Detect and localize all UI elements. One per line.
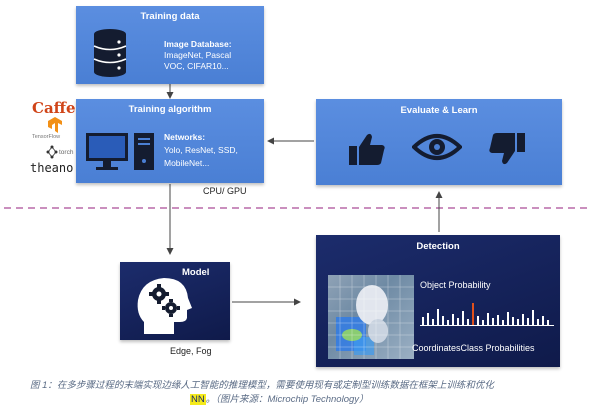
model-box: Model <box>120 262 230 340</box>
thumbs-up-icon <box>349 133 385 165</box>
training-data-text-2: ImageNet, Pascal <box>164 50 232 60</box>
training-algorithm-text-2: Yolo, ResNet, SSD, <box>164 145 238 155</box>
tensorflow-label: TensorFlow <box>32 134 61 140</box>
training-data-text-1: Image Database: <box>164 39 232 49</box>
computer-icon <box>86 133 154 170</box>
detection-image <box>328 275 414 359</box>
head-gears-icon <box>137 278 192 334</box>
torch-label: torch <box>59 149 74 156</box>
edge-fog-label: Edge, Fog <box>170 346 212 356</box>
caffe-logo: Caffe <box>32 99 76 117</box>
coordinates-class-label: CoordinatesClass Probabilities <box>412 343 535 353</box>
caption-line-1: 图 1：在多步骤过程的末端实现边缘人工智能的推理模型，需要使用现有或定制型训练数… <box>30 380 494 391</box>
caption-line-2: NN。（图片来源：Microchip Technology） <box>30 393 590 407</box>
training-algorithm-title: Training algorithm <box>128 104 212 115</box>
cpu-gpu-label: CPU/ GPU <box>203 186 247 196</box>
detection-image-overlay <box>328 275 414 359</box>
caption-highlight-nn: NN <box>190 394 206 405</box>
training-data-box: Training data Image Database: ImageNet, … <box>76 6 264 84</box>
evaluate-learn-title: Evaluate & Learn <box>400 105 478 116</box>
theano-logo: theano <box>30 161 74 175</box>
tensorflow-icon <box>48 117 62 133</box>
training-algorithm-box: Training algorithm Networks: Yolo, ResNe… <box>76 99 264 183</box>
detection-title: Detection <box>416 241 460 252</box>
training-data-text-3: VOC, CIFAR10... <box>164 61 229 71</box>
torch-icon <box>46 145 58 159</box>
database-icon <box>93 29 127 77</box>
thumbs-down-icon <box>489 133 525 165</box>
caption-line-2-rest: 。（图片来源：Microchip Technology） <box>205 394 369 405</box>
probability-bars <box>420 297 554 325</box>
training-algorithm-text-3: MobileNet... <box>164 158 210 168</box>
eye-icon <box>412 134 462 160</box>
figure-caption: 图 1：在多步骤过程的末端实现边缘人工智能的推理模型，需要使用现有或定制型训练数… <box>30 379 590 407</box>
bars-baseline <box>420 325 554 326</box>
model-title: Model <box>182 267 210 278</box>
training-algorithm-text-1: Networks: <box>164 132 206 142</box>
separator-dashed-line <box>4 207 590 209</box>
object-probability-label: Object Probability <box>420 280 491 290</box>
evaluate-learn-box: Evaluate & Learn <box>316 99 562 185</box>
training-data-title: Training data <box>140 11 200 22</box>
detection-box: Detection Object Probability <box>316 235 560 367</box>
